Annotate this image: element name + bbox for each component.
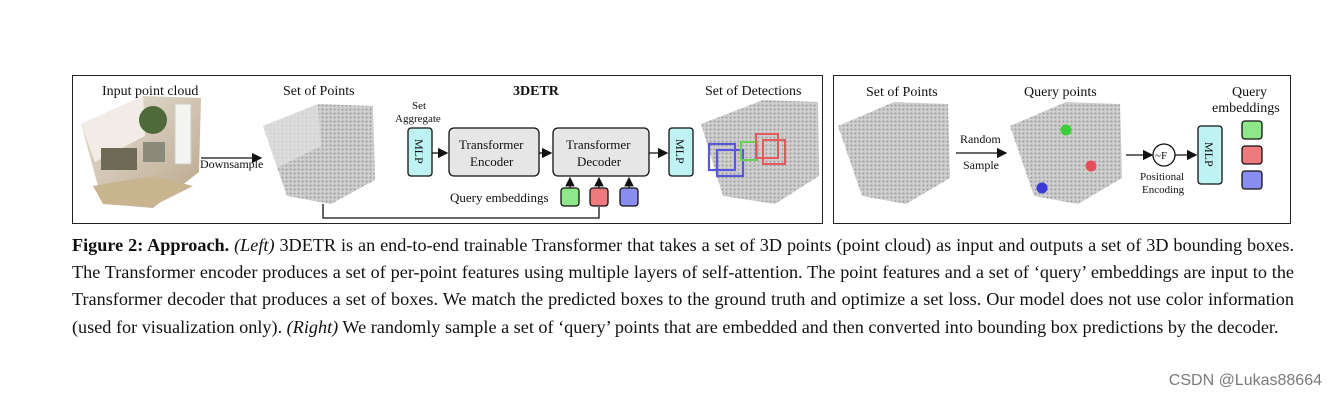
query-embedding-red [589,187,609,207]
left-figure-panel: Input point cloud Set of Points 3DETR Se… [72,75,823,224]
query-point-red [1085,160,1097,172]
mlp-output-label: MLP [673,139,687,164]
left-point-cloud [263,104,375,204]
caption-label: Figure 2: Approach. [72,235,230,255]
set-aggregate-label-2: Aggregate [395,113,441,125]
set-aggregate-label-1: Set [412,100,426,112]
caption-left-tag: (Left) [234,235,275,255]
right-query-embedding-green [1241,120,1263,140]
query-embedding-blue [619,187,639,207]
transformer-decoder-block [552,127,650,177]
right-mlp-block [1197,125,1223,185]
query-point-green [1060,124,1072,136]
decoder-label-1: Transformer [566,137,631,152]
input-point-cloud-image [81,96,201,208]
mlp-label: MLP [412,139,426,164]
left-diagram: Input point cloud Set of Points 3DETR Se… [81,84,819,219]
downsample-label: Downsample [200,157,263,171]
watermark: CSDN @Lukas88664 [1168,372,1322,389]
encoder-label-2: Encoder [470,154,514,169]
caption-text-right: We randomly sample a set of ‘query’ poin… [338,316,1279,337]
right-query-embedding-red [1241,145,1263,165]
decoder-label-2: Decoder [577,154,622,169]
right-query-embeddings-label-2: embeddings [1212,101,1280,116]
query-embeddings-label: Query embeddings [450,190,549,205]
right-set-of-points-label: Set of Points [866,85,938,100]
query-point-blue [1036,182,1048,194]
query-points-label: Query points [1024,85,1097,100]
right-figure-panel: Set of Points Query points Query embeddi… [833,75,1291,224]
input-point-cloud-label: Input point cloud [102,84,198,99]
positional-encoding-label-1: Positional [1140,171,1184,183]
transformer-encoder-block [448,127,540,177]
positional-encoding-label-2: Encoding [1142,184,1185,196]
right-point-cloud [838,102,950,204]
model-title: 3DETR [513,84,560,99]
mlp-output-block [668,127,694,177]
figure-caption: Figure 2: Approach. (Left) 3DETR is an e… [72,232,1294,341]
caption-right-tag: (Right) [286,316,339,337]
detections-point-cloud [701,100,819,204]
query-points-cloud [1010,102,1122,204]
query-embedding-green [560,187,580,207]
caption-text-left: 3DETR is an end-to-end trainable Transfo… [72,235,1294,337]
encoder-label-1: Transformer [459,137,524,152]
random-sample-label-1: Random [960,132,1001,146]
right-diagram: Set of Points Query points Query embeddi… [838,85,1280,204]
right-query-embedding-blue [1241,170,1263,190]
set-of-detections-label: Set of Detections [705,84,801,99]
mlp-block [407,127,433,177]
set-of-points-label: Set of Points [283,84,355,99]
fourier-symbol: ~F [1155,150,1167,162]
random-sample-label-2: Sample [963,158,999,172]
right-mlp-label: MLP [1202,142,1216,167]
right-query-embeddings-label-1: Query [1232,85,1267,100]
